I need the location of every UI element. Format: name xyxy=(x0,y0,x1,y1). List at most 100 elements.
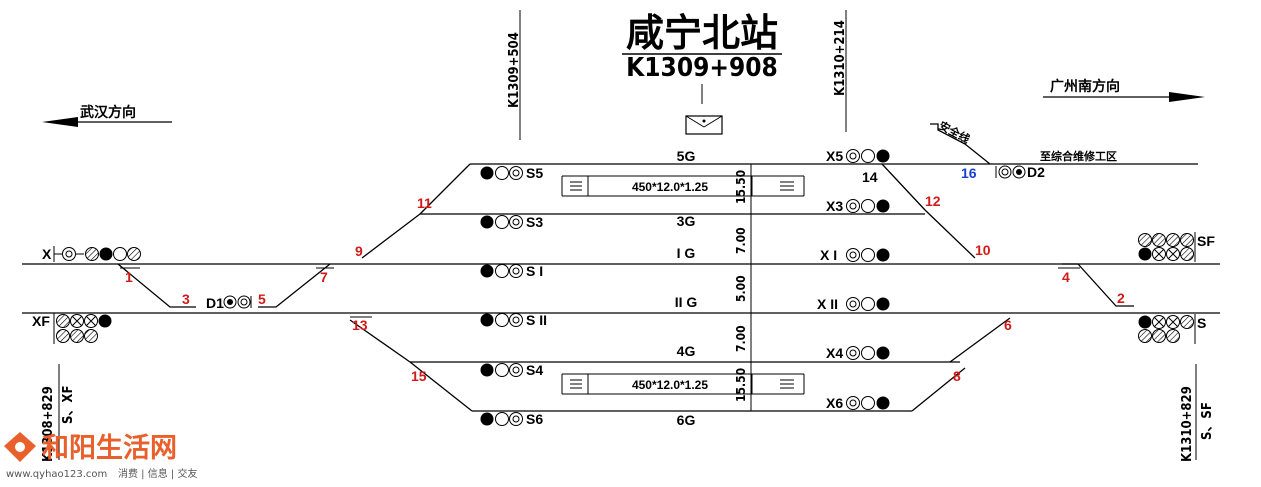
mileage-bottom-left-label: S、XF xyxy=(61,386,76,424)
track-link-1-3 xyxy=(117,263,196,308)
mileage-top-left: K1309+504 xyxy=(507,32,522,108)
track-link-9-11 xyxy=(361,213,470,259)
signal-label-x6: X6 xyxy=(826,395,843,411)
track-link-8 xyxy=(911,367,966,412)
signal-label-x3: X3 xyxy=(826,198,843,214)
watermark-url: www.qyhao123.com xyxy=(6,469,107,480)
signal-label-x: X xyxy=(42,246,52,262)
track-link-11-5g xyxy=(419,163,471,215)
track-label-2g: II G xyxy=(675,294,698,310)
switch-16: 16 xyxy=(961,165,977,181)
signal-d2: D2 xyxy=(995,164,1045,180)
track-lines xyxy=(22,123,1220,412)
signal-label-x5: X5 xyxy=(826,148,843,164)
switch-13: 13 xyxy=(352,317,368,333)
platform-upper: 450*12.0*1.25 xyxy=(561,175,805,197)
mileage-top-right: K1310+214 xyxy=(833,20,848,96)
track-label-1g: I G xyxy=(677,245,696,261)
switch-7: 7 xyxy=(320,269,328,285)
switch-12: 12 xyxy=(925,193,941,209)
watermark-logo-icon xyxy=(4,432,36,462)
signal-label-s4: S4 xyxy=(526,362,543,378)
switch-14: 14 xyxy=(862,169,878,185)
direction-wuhan: 武汉方向 xyxy=(80,104,136,120)
signal-sf-entry: SF xyxy=(1138,232,1215,262)
track-link-6 xyxy=(949,317,1011,363)
signal-xf-entry: XF xyxy=(32,313,112,344)
spacing-1: 15.50 xyxy=(734,170,748,204)
track-link-5-7 xyxy=(258,263,331,308)
signal-label-x4: X4 xyxy=(826,345,843,361)
signal-sii: S II xyxy=(480,312,547,328)
switch-2: 2 xyxy=(1117,290,1125,306)
signal-s6: S6 xyxy=(480,411,543,427)
signal-xii: X II xyxy=(817,296,890,312)
switch-15: 15 xyxy=(411,368,427,384)
signal-x6: X6 xyxy=(826,395,890,411)
station-mileage: K1309+908 xyxy=(626,53,778,83)
signal-si: S I xyxy=(480,263,543,279)
track-label-4g: 4G xyxy=(677,343,696,359)
signal-s5: S5 xyxy=(480,165,543,181)
signal-label-xi: X I xyxy=(820,247,837,263)
platform-upper-size: 450*12.0*1.25 xyxy=(632,180,708,194)
track-link-14-12-10 xyxy=(881,163,976,259)
spacing-3: 5.00 xyxy=(734,275,748,302)
switch-11: 11 xyxy=(417,195,432,211)
signal-x4: X4 xyxy=(826,345,890,361)
signal-x5: X5 xyxy=(826,148,890,164)
signal-label-xii: X II xyxy=(817,296,838,312)
watermark: 和阳生活网 www.qyhao123.com 消费 | 信息 | 交友 xyxy=(4,432,197,480)
platform-lower-size: 450*12.0*1.25 xyxy=(632,378,708,392)
switch-8: 8 xyxy=(953,368,961,384)
signal-x-entry: X xyxy=(42,246,141,262)
signal-xi: X I xyxy=(820,247,890,263)
spacing-2: 7.00 xyxy=(734,227,748,254)
signal-label-s3: S3 xyxy=(526,214,543,230)
direction-guangzhou: 广州南方向 xyxy=(1050,78,1120,94)
signal-s3: S3 xyxy=(480,214,543,230)
station-name: 咸宁北站 xyxy=(626,11,778,55)
signal-label-d1: D1 xyxy=(206,295,224,311)
mileage-bottom-right: K1310+829 xyxy=(1180,386,1195,462)
signal-d1: D1 xyxy=(206,295,252,311)
track-link-13 xyxy=(349,319,411,363)
direction-guangzhou-arrow-icon xyxy=(1169,92,1205,102)
signal-x3: X3 xyxy=(826,198,890,214)
signal-label-s5: S5 xyxy=(526,165,543,181)
spacing-5: 15.50 xyxy=(734,368,748,402)
track-link-4-2 xyxy=(1062,263,1134,307)
track-label-3g: 3G xyxy=(677,213,696,229)
switch-10: 10 xyxy=(975,242,991,258)
platform-lower: 450*12.0*1.25 xyxy=(561,373,805,395)
signal-label-s6: S6 xyxy=(526,411,543,427)
track-link-15 xyxy=(409,361,473,412)
watermark-tags: 消费 | 信息 | 交友 xyxy=(118,467,197,480)
maintenance-label: 至综合维修工区 xyxy=(1040,149,1117,163)
switch-5: 5 xyxy=(258,291,266,307)
track-label-5g: 5G xyxy=(677,148,696,164)
switch-9: 9 xyxy=(355,243,363,259)
switch-6: 6 xyxy=(1004,317,1012,333)
signal-label-si: S I xyxy=(526,263,543,279)
watermark-brand: 和阳生活网 xyxy=(42,433,177,464)
switch-3: 3 xyxy=(182,291,190,307)
safety-line-label: 安全线 xyxy=(937,118,973,146)
spacing-4: 7.00 xyxy=(734,325,748,352)
mileage-bottom-left: K1308+829 xyxy=(41,386,56,462)
station-building-icon xyxy=(685,115,723,135)
signal-label-xf: XF xyxy=(32,313,50,329)
safety-line-track xyxy=(930,123,991,165)
signal-label-s: S xyxy=(1197,315,1206,331)
direction-wuhan-arrow-icon xyxy=(42,117,78,127)
signal-label-sii: S II xyxy=(526,312,547,328)
signal-s4: S4 xyxy=(480,362,543,378)
switch-1: 1 xyxy=(125,269,133,285)
signal-label-d2: D2 xyxy=(1027,164,1045,180)
mileage-bottom-right-label: S、SF xyxy=(1200,402,1215,440)
signal-s-entry: S xyxy=(1138,314,1206,344)
track-label-6g: 6G xyxy=(677,412,696,428)
switch-4: 4 xyxy=(1062,269,1070,285)
signal-label-sf: SF xyxy=(1197,233,1215,249)
